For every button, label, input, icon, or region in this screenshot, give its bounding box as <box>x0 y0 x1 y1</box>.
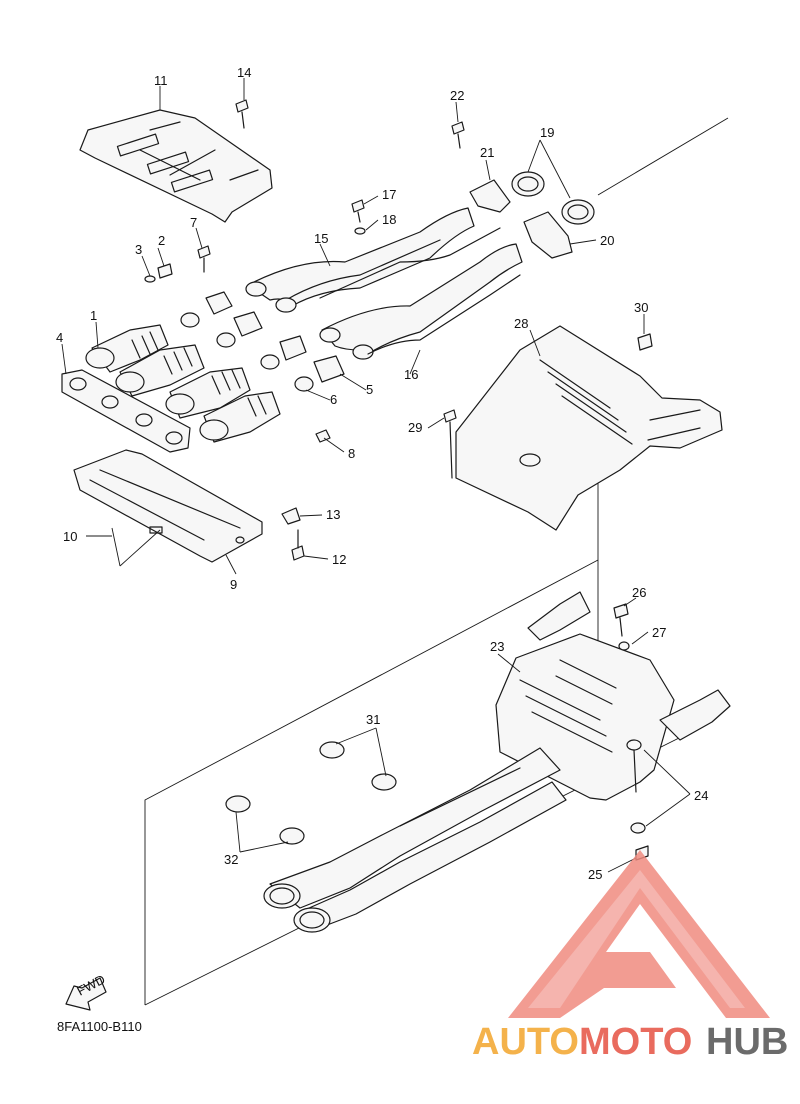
callout-23: 23 <box>490 639 504 654</box>
callout-28: 28 <box>514 316 528 331</box>
watermark-logo <box>508 850 770 1018</box>
callout-13: 13 <box>326 507 340 522</box>
callout-6: 6 <box>330 392 337 407</box>
callout-4: 4 <box>56 330 63 345</box>
callout-24: 24 <box>694 788 708 803</box>
callout-30: 30 <box>634 300 648 315</box>
callout-19: 19 <box>540 125 554 140</box>
callout-leaders <box>61 78 691 873</box>
callout-5: 5 <box>366 382 373 397</box>
callout-22: 22 <box>450 88 464 103</box>
callout-10: 10 <box>63 529 77 544</box>
callout-18: 18 <box>382 212 396 227</box>
callout-14: 14 <box>237 65 251 80</box>
part-1-header-pipes <box>85 324 281 443</box>
part-15-upper-pipe <box>245 207 501 313</box>
callout-29: 29 <box>408 420 422 435</box>
callout-labels: 1 2 3 4 5 6 7 8 9 10 11 12 13 14 15 16 1… <box>56 65 708 882</box>
callout-17: 17 <box>382 187 396 202</box>
part-23-muffler <box>263 591 731 933</box>
part-9-lower-cover <box>73 449 263 563</box>
callout-7: 7 <box>190 215 197 230</box>
bolts <box>144 99 653 561</box>
part-16-lower-pipe <box>319 243 523 360</box>
part-4-gasket <box>61 369 191 453</box>
callout-11: 11 <box>154 73 168 88</box>
callout-21: 21 <box>480 145 494 160</box>
fwd-arrow: FWD <box>65 972 108 1011</box>
callout-32: 32 <box>224 852 238 867</box>
callout-26: 26 <box>632 585 646 600</box>
callout-31: 31 <box>366 712 380 727</box>
drawing-code: 8FA1100-B110 <box>57 1019 142 1034</box>
part-28-muffler-shield <box>455 325 723 531</box>
watermark-moto: MOTO <box>579 1021 692 1063</box>
plugs-31-32 <box>225 741 397 845</box>
watermark-text: AUTO MOTO HUB <box>472 1021 788 1063</box>
callout-27: 27 <box>652 625 666 640</box>
part-11-upper-cover <box>79 109 273 223</box>
parts-19-20-21 <box>469 171 595 259</box>
callout-2: 2 <box>158 233 165 248</box>
callout-1: 1 <box>90 308 97 323</box>
callout-8: 8 <box>348 446 355 461</box>
callout-15: 15 <box>314 231 328 246</box>
callout-12: 12 <box>332 552 346 567</box>
callout-16: 16 <box>404 367 418 382</box>
callout-25: 25 <box>588 867 602 882</box>
clamps-and-rings <box>180 291 345 392</box>
watermark-auto: AUTO <box>472 1021 579 1063</box>
watermark-hub: HUB <box>706 1021 788 1063</box>
part-13-clip <box>281 507 301 525</box>
callout-9: 9 <box>230 577 237 592</box>
callout-3: 3 <box>135 242 142 257</box>
callout-20: 20 <box>600 233 614 248</box>
